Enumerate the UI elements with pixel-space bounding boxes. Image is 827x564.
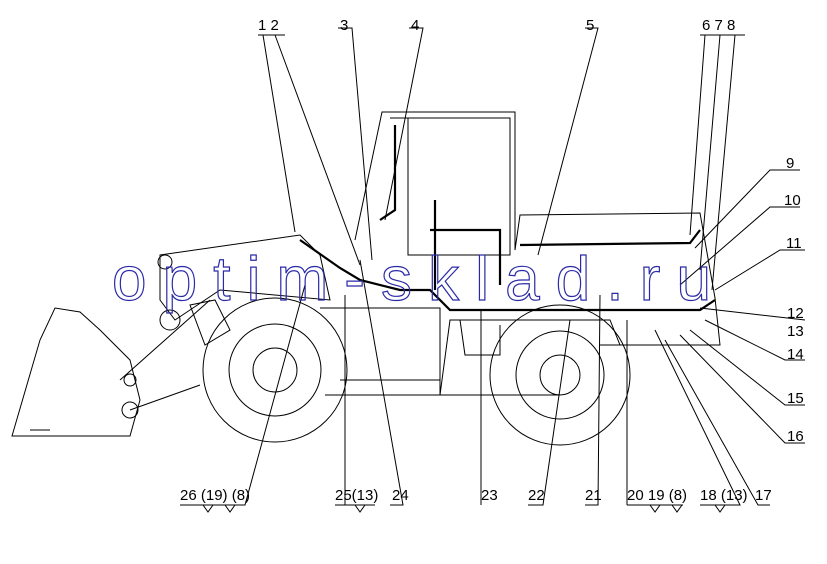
- cab: [354, 111, 721, 396]
- callout-16: 16: [787, 428, 804, 445]
- wire-harness: [299, 125, 716, 312]
- callout-10: 10: [784, 192, 801, 209]
- callout-17: 17: [755, 487, 772, 504]
- bucket: [11, 307, 141, 437]
- callout-9: 9: [786, 155, 794, 172]
- front-frame: [320, 307, 441, 396]
- callout-20-19: 20 19 (8): [627, 487, 687, 504]
- callout-4: 4: [411, 17, 419, 34]
- callout-18: 18 (13): [700, 487, 748, 504]
- callout-22: 22: [528, 487, 545, 504]
- callout-13: 13: [787, 323, 804, 340]
- callout-23: 23: [481, 487, 498, 504]
- front-wheel: [202, 297, 348, 443]
- callout-25: 25(13): [335, 487, 378, 504]
- boom-arm: [119, 234, 331, 411]
- rear-wheel: [489, 304, 631, 446]
- callout-15: 15: [787, 390, 804, 407]
- callout-11: 11: [786, 235, 802, 252]
- callout-5: 5: [586, 17, 594, 34]
- callout-14: 14: [787, 346, 804, 363]
- callout-6-7-8: 6 7 8: [702, 17, 735, 34]
- leader-lines: [180, 27, 806, 513]
- callout-3: 3: [340, 17, 348, 34]
- callout-1-2: 1 2: [258, 17, 279, 34]
- watermark: optim-sklad.ru: [112, 245, 712, 314]
- callout-24: 24: [392, 487, 409, 504]
- callout-26: 26 (19) (8): [180, 487, 250, 504]
- callout-12: 12: [787, 305, 804, 322]
- callout-21: 21: [585, 487, 602, 504]
